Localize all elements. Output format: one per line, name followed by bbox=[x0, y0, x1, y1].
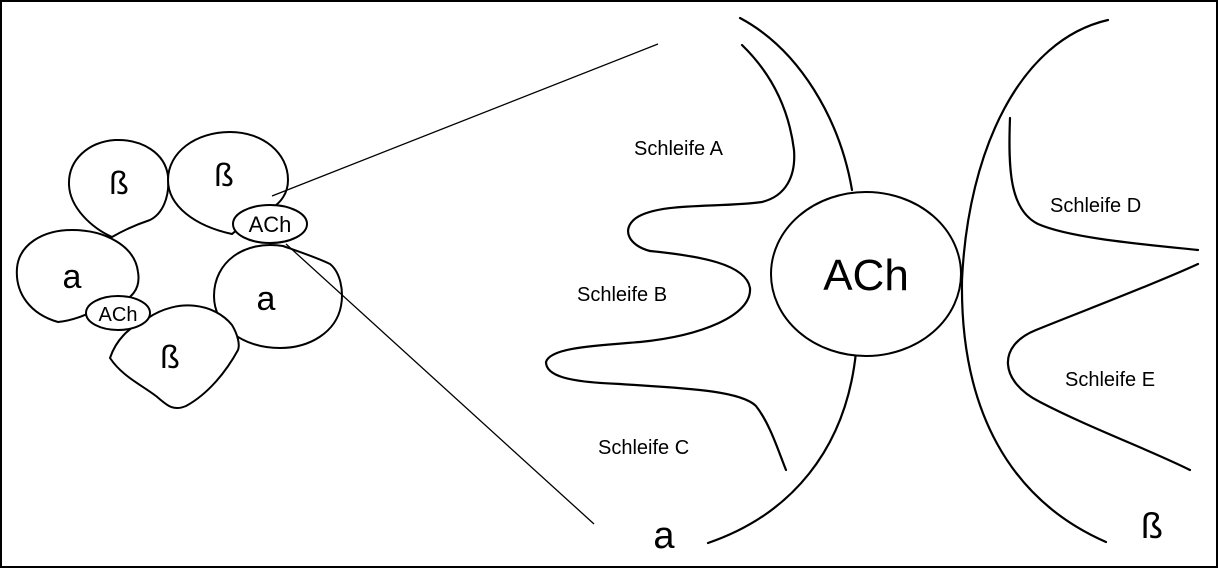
zoom-line-upper bbox=[271, 43, 659, 197]
subunit-alpha-right-label: a bbox=[257, 280, 276, 318]
subunit-alpha-right bbox=[212, 244, 343, 350]
ach-ligand-label: ACh bbox=[823, 251, 909, 300]
alpha-subunit-outline-lower bbox=[706, 350, 858, 545]
loop-b-label: Schleife B bbox=[577, 284, 667, 306]
subunit-alpha-left-label: a bbox=[63, 258, 82, 296]
ach-binding-site-upper bbox=[232, 204, 308, 244]
loop-d-outline bbox=[1008, 116, 1200, 252]
subunit-beta-bottom-label: ß bbox=[160, 339, 180, 375]
loop-a-label: Schleife A bbox=[634, 138, 724, 160]
alpha-subunit-outline bbox=[738, 16, 854, 192]
ach-binding-site-upper-label: ACh bbox=[249, 212, 292, 237]
loop-b-outline bbox=[544, 249, 752, 386]
ach-binding-site-lower bbox=[85, 295, 151, 331]
loop-c-label: Schleife C bbox=[598, 437, 689, 459]
loop-e-outline bbox=[1006, 262, 1200, 472]
subunit-beta-bottom bbox=[108, 304, 240, 410]
loop-d-label: Schleife D bbox=[1050, 195, 1141, 217]
alpha-subunit-label: a bbox=[653, 515, 675, 557]
loop-e-label: Schleife E bbox=[1065, 369, 1155, 391]
beta-subunit-outline bbox=[960, 18, 1110, 544]
subunit-beta-top-right-label: ß bbox=[214, 157, 234, 193]
subunit-beta-top-left-label: ß bbox=[109, 165, 129, 201]
ach-ligand bbox=[770, 191, 962, 357]
subunit-beta-top-left bbox=[67, 138, 170, 239]
receptor-overview: ß ß a a ß ACh ACh bbox=[15, 130, 343, 410]
ach-binding-site-lower-label: ACh bbox=[99, 304, 138, 326]
zoom-line-lower bbox=[285, 243, 595, 525]
loop-a-outline bbox=[627, 43, 796, 253]
beta-subunit-label: ß bbox=[1141, 505, 1163, 546]
loop-c-outline bbox=[618, 382, 788, 472]
binding-site-detail: ACh Schleife A Schleife B Schleife C Sch… bbox=[544, 16, 1200, 557]
